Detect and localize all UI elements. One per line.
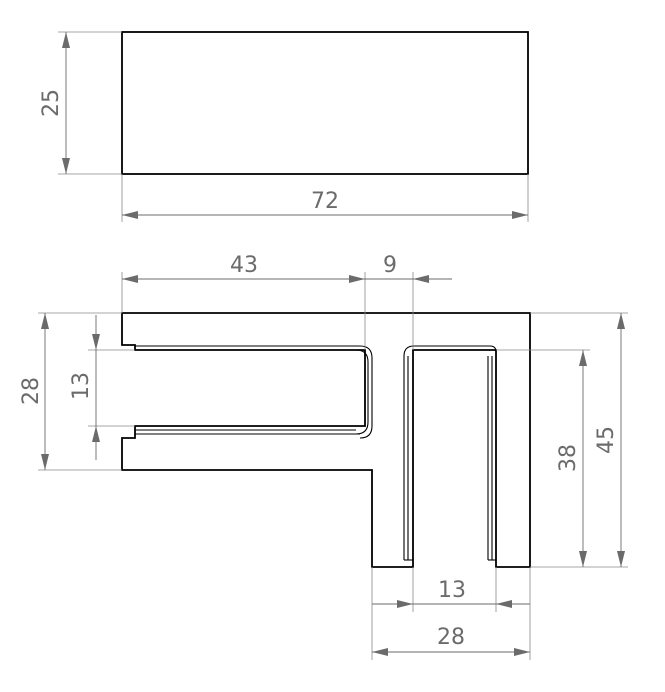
- dim-front-slot-width: 9: [365, 253, 452, 350]
- dim-front-left-width-label: 43: [230, 253, 258, 278]
- top-view: 25 72: [39, 31, 529, 222]
- dim-front-right-inner-height: 38: [496, 349, 590, 567]
- dim-front-bottom-outer-label: 28: [437, 625, 465, 650]
- dim-top-width-label: 72: [311, 189, 339, 214]
- dim-front-inner-height-label: 13: [69, 372, 94, 400]
- dim-front-left-height: 28: [19, 312, 122, 471]
- dim-front-right-height-label: 45: [594, 426, 619, 454]
- dim-top-height: 25: [39, 31, 122, 175]
- dim-front-right-height: 45: [530, 312, 628, 568]
- front-view-outline: [121, 312, 531, 568]
- dim-front-left-height-label: 28: [19, 377, 44, 405]
- dim-front-bottom-inner: 13: [371, 567, 531, 660]
- dim-front-inner-height: 13: [69, 315, 135, 460]
- dim-front-slot-width-label: 9: [383, 253, 397, 278]
- dim-front-bottom-inner-label: 13: [438, 578, 466, 603]
- dim-top-width: 72: [121, 174, 529, 222]
- dim-front-left-width: 43: [121, 253, 366, 350]
- front-view-inner-lines: [135, 345, 497, 561]
- dim-front-bottom-outer: 28: [372, 625, 530, 656]
- top-view-outline: [121, 31, 529, 175]
- dim-top-height-label: 25: [39, 89, 64, 117]
- dim-front-right-inner-height-label: 38: [556, 444, 581, 472]
- front-view: 43 9 28 13: [19, 253, 628, 660]
